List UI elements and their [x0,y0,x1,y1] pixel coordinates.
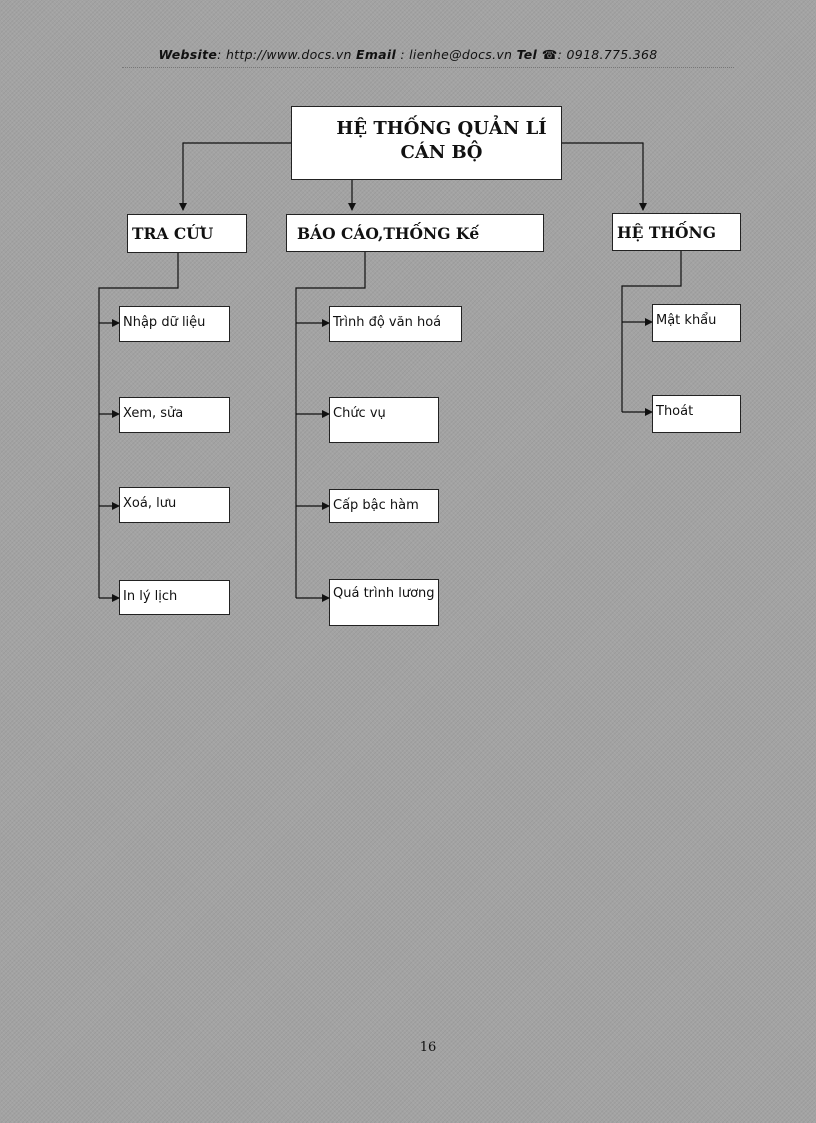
leaf-cap-bac-ham: Cấp bậc hàm [329,489,439,523]
connector-baocao-spine [295,252,366,598]
tel-label: Tel ☎ [516,47,558,62]
branch-tra-cuu: TRA CỨU [127,214,247,253]
root-node-line2: CÁN BỘ [400,142,483,163]
leaf-xoa-luu: Xoá, lưu [119,487,230,523]
website-value: : http://www.docs.vn [217,47,357,62]
page-number: 16 [419,1040,437,1055]
leaf-thoat: Thoát [652,395,741,433]
branch-he-thong: HỆ THỐNG [612,213,741,251]
header-divider [122,67,734,68]
leaf-trinh-do-van-hoa: Trình độ văn hoá [329,306,462,342]
connector-root-hethong [561,142,647,211]
connector-root-tracuu [179,142,292,211]
leaf-xem-sua: Xem, sửa [119,397,230,433]
email-label: Email [356,47,397,62]
leaf-qua-trinh-luong: Quá trình lương [329,579,439,626]
root-node: HỆ THỐNG QUẢN LÍ CÁN BỘ [291,106,562,180]
page-header: Website: http://www.docs.vn Email : lien… [0,47,816,62]
connector-tracuu-spine [98,252,179,598]
website-label: Website [158,47,218,62]
root-node-line1: HỆ THỐNG QUẢN LÍ [336,118,547,139]
tel-value: : 0918.775.368 [557,47,658,62]
leaf-chuc-vu: Chức vụ [329,397,439,443]
leaf-in-ly-lich: In lý lịch [119,580,230,615]
connector-hethong-spine [621,251,682,412]
leaf-nhap-du-lieu: Nhập dữ liệu [119,306,230,342]
leaf-mat-khau: Mật khẩu [652,304,741,342]
branch-bao-cao-thong-ke: BÁO CÁO,THỐNG Kế [286,214,544,252]
email-value: : lienhe@docs.vn [396,47,517,62]
